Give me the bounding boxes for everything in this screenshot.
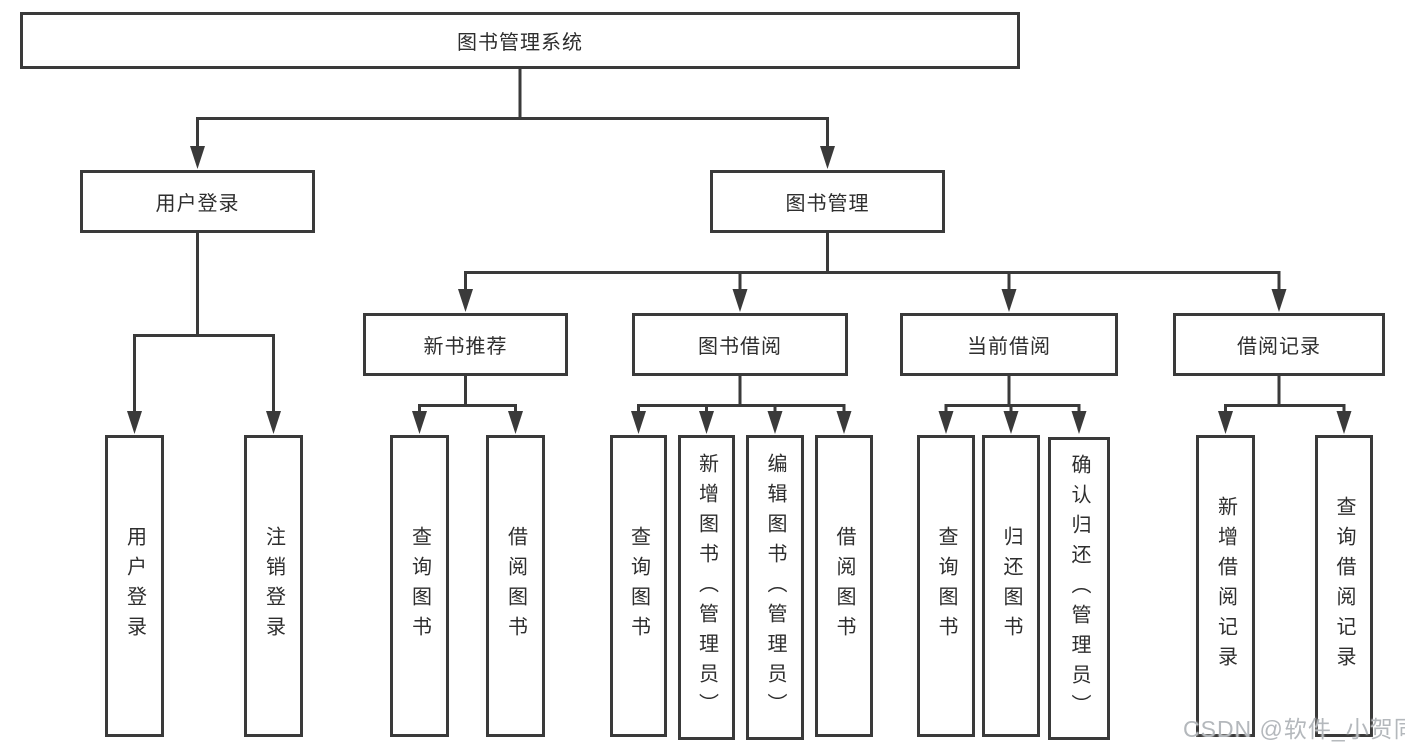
node-leaf-logout: 注销登录 <box>244 435 303 737</box>
node-label: 归还图书 <box>1000 526 1022 646</box>
connector-book-management-to-level3 <box>458 233 1287 312</box>
node-leaf-add-books-admin: 新增图书（管理员） <box>678 435 735 740</box>
node-leaf-query-books-current: 查询图书 <box>917 435 975 737</box>
node-current-borrowing: 当前借阅 <box>900 313 1118 376</box>
node-label: 图书借阅 <box>698 336 782 358</box>
node-leaf-add-borrow-record: 新增借阅记录 <box>1196 435 1255 737</box>
node-leaf-confirm-return-admin: 确认归还（管理员） <box>1048 437 1110 740</box>
node-leaf-user-login: 用户登录 <box>105 435 164 737</box>
connector-new-book-to-leaves <box>412 376 523 434</box>
node-leaf-borrow-books: 借阅图书 <box>815 435 873 737</box>
node-leaf-query-books-recommend: 查询图书 <box>390 435 449 737</box>
node-label: 借阅图书 <box>504 526 527 646</box>
node-label: 查询图书 <box>627 526 650 646</box>
node-label: 查询图书 <box>935 526 957 646</box>
node-label: 借阅图书 <box>833 526 855 646</box>
node-label: 确认归还（管理员） <box>1068 453 1090 724</box>
node-label: 编辑图书（管理员） <box>764 452 786 723</box>
connector-user-login-to-leaves <box>127 233 281 434</box>
node-label: 借阅记录 <box>1237 336 1321 358</box>
node-leaf-borrow-books-recommend: 借阅图书 <box>486 435 545 737</box>
node-label: 图书管理 <box>785 193 870 215</box>
node-book-borrowing: 图书借阅 <box>632 313 848 376</box>
node-label: 用户登录 <box>123 526 146 646</box>
node-new-book-recommend: 新书推荐 <box>363 313 568 376</box>
node-root: 图书管理系统 <box>20 12 1020 69</box>
node-label: 用户登录 <box>155 193 240 215</box>
node-label: 新增图书（管理员） <box>695 452 718 723</box>
watermark: CSDN @软件_小贺同学 <box>1183 716 1405 742</box>
node-user-login: 用户登录 <box>80 170 315 233</box>
node-label: 图书管理系统 <box>457 32 583 54</box>
connector-book-borrowing-to-leaves <box>631 376 852 434</box>
node-book-management: 图书管理 <box>710 170 945 233</box>
node-label: 查询借阅记录 <box>1333 496 1355 676</box>
connector-borrowing-records-to-leaves <box>1218 376 1352 434</box>
node-label: 当前借阅 <box>967 336 1051 358</box>
node-leaf-return-books: 归还图书 <box>982 435 1040 737</box>
node-borrowing-records: 借阅记录 <box>1173 313 1385 376</box>
node-label: 查询图书 <box>408 526 431 646</box>
node-leaf-query-books-borrow: 查询图书 <box>610 435 667 737</box>
node-label: 新增借阅记录 <box>1214 496 1237 676</box>
connector-root-to-level2 <box>190 68 835 169</box>
node-label: 新书推荐 <box>423 336 508 358</box>
node-leaf-query-borrow-record: 查询借阅记录 <box>1315 435 1373 737</box>
node-label: 注销登录 <box>262 526 285 646</box>
connector-current-borrowing-to-leaves <box>938 376 1087 434</box>
node-leaf-edit-books-admin: 编辑图书（管理员） <box>746 435 804 740</box>
